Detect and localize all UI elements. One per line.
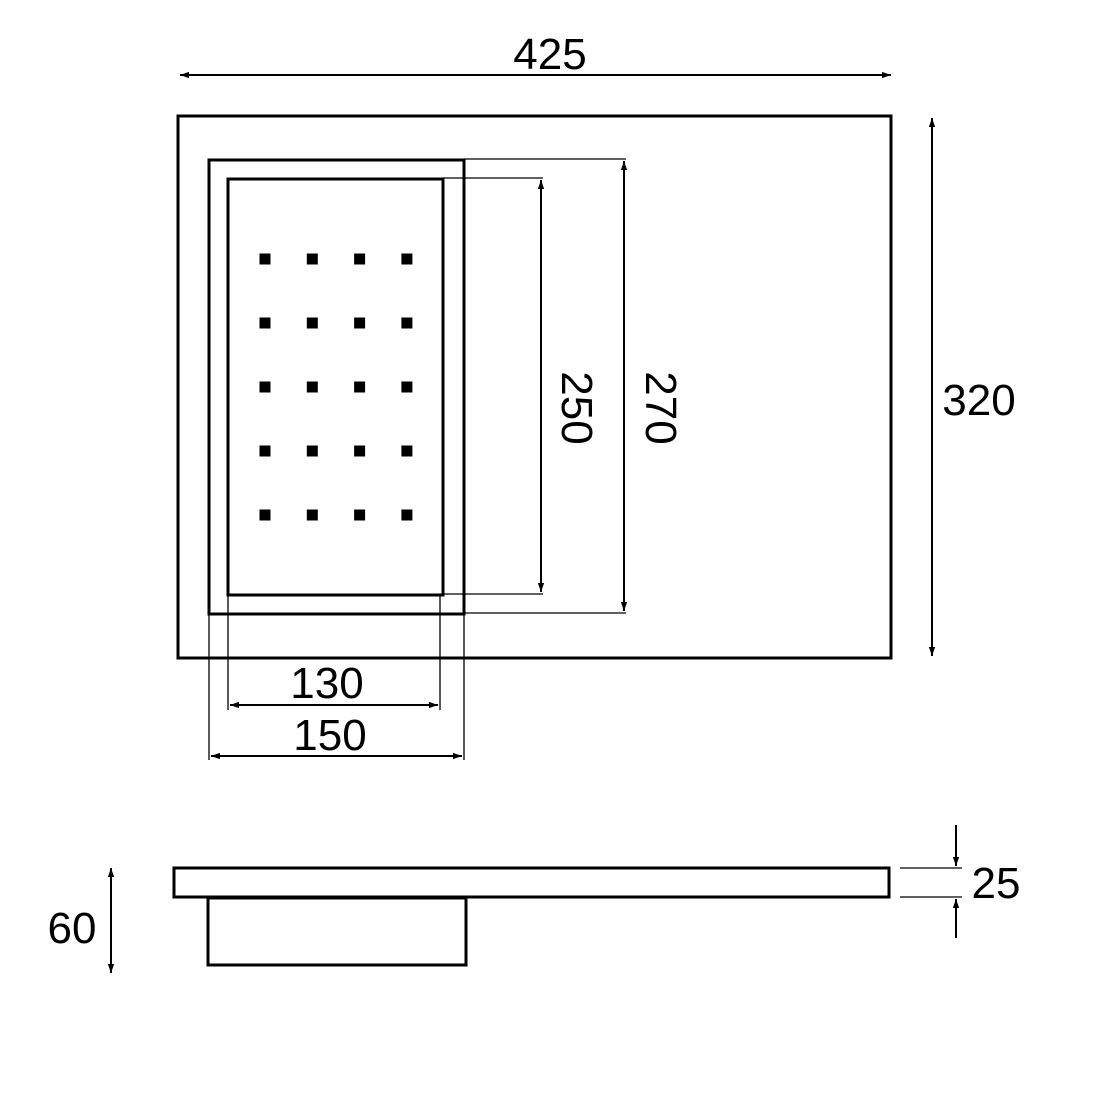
grate-hole	[306, 253, 318, 265]
grate-hole	[259, 317, 271, 329]
dimension-overall-width: 425	[180, 30, 891, 79]
dimension-label-outer-width: 150	[293, 711, 366, 760]
grate-hole	[259, 381, 271, 393]
dimension-label-total-depth: 60	[48, 904, 97, 953]
dimension-total-depth: 60	[48, 868, 115, 973]
side-drain-body	[206, 896, 468, 967]
grate-hole	[306, 509, 318, 521]
extension-lines-vertical	[443, 158, 626, 614]
grate-hole	[354, 381, 366, 393]
grate-hole	[259, 509, 271, 521]
dimension-plate-thickness: 25	[900, 825, 1020, 938]
grate-hole	[401, 445, 413, 457]
dimension-outer-width: 150	[211, 711, 462, 760]
dimension-inner-height: 250	[537, 180, 601, 592]
dimension-label-plate-thickness: 25	[972, 859, 1021, 908]
plate-outline	[176, 114, 893, 660]
grate-hole	[259, 253, 271, 265]
dimension-label-overall-height: 320	[942, 376, 1015, 425]
top-view	[176, 114, 893, 660]
dimension-label-outer-height: 270	[636, 371, 685, 444]
grate-hole	[401, 317, 413, 329]
dimension-label-inner-width: 130	[290, 659, 363, 708]
dimension-overall-height: 320	[928, 118, 1016, 656]
dimension-inner-width: 130	[230, 659, 438, 709]
grate-hole	[259, 445, 271, 457]
grate-hole	[354, 253, 366, 265]
grate-hole	[306, 445, 318, 457]
grate-hole	[354, 317, 366, 329]
dimension-outer-height: 270	[620, 161, 685, 611]
grate-hole	[401, 381, 413, 393]
drain-frame-outer	[207, 158, 466, 616]
grate-hole	[354, 445, 366, 457]
drain-grate-inner	[226, 177, 445, 597]
grate-hole	[354, 509, 366, 521]
side-view	[172, 866, 891, 967]
grate-hole	[401, 253, 413, 265]
extension-lines-horizontal	[208, 596, 465, 760]
dimension-label-inner-height: 250	[552, 371, 601, 444]
side-plate	[172, 866, 891, 899]
grate-hole	[401, 509, 413, 521]
dimension-label-overall-width: 425	[513, 30, 586, 79]
grate-hole	[306, 317, 318, 329]
grate-hole	[306, 381, 318, 393]
grate-holes	[259, 253, 413, 521]
